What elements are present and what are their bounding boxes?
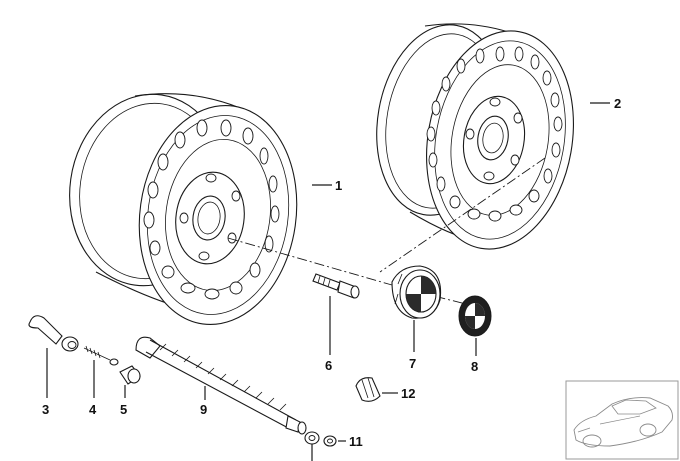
callout-4: 4	[89, 402, 97, 417]
leader-lines	[46, 102, 610, 461]
callout-9: 9	[200, 402, 207, 417]
valve-extension-hose[interactable]	[135, 336, 307, 435]
valve-cap[interactable]	[119, 365, 141, 385]
tire-valve[interactable]	[28, 315, 79, 352]
lock-nut[interactable]	[355, 377, 381, 402]
valve-core[interactable]	[83, 345, 119, 366]
callout-2: 2	[614, 96, 621, 111]
callout-6: 6	[325, 358, 332, 373]
vehicle-thumbnail[interactable]	[565, 380, 679, 460]
vent-holes-1	[143, 119, 280, 300]
callout-7: 7	[409, 356, 416, 371]
assembly-line-1	[227, 237, 393, 286]
callout-12: 12	[401, 386, 415, 401]
hub-cap[interactable]	[391, 265, 442, 319]
car-silhouette-icon	[573, 397, 673, 448]
callout-3: 3	[42, 402, 49, 417]
callout-5: 5	[120, 402, 127, 417]
callout-8: 8	[471, 359, 478, 374]
bmw-emblem[interactable]	[458, 295, 492, 337]
assembly-line-2	[379, 157, 546, 273]
wheel-bolt[interactable]	[312, 273, 360, 299]
wheel-rim-1[interactable]	[57, 84, 310, 335]
wheel-rim-2[interactable]	[362, 15, 590, 261]
callout-11: 11	[349, 434, 363, 449]
vent-holes-2	[426, 46, 563, 222]
washer[interactable]	[304, 431, 337, 447]
callout-1: 1	[335, 178, 342, 193]
